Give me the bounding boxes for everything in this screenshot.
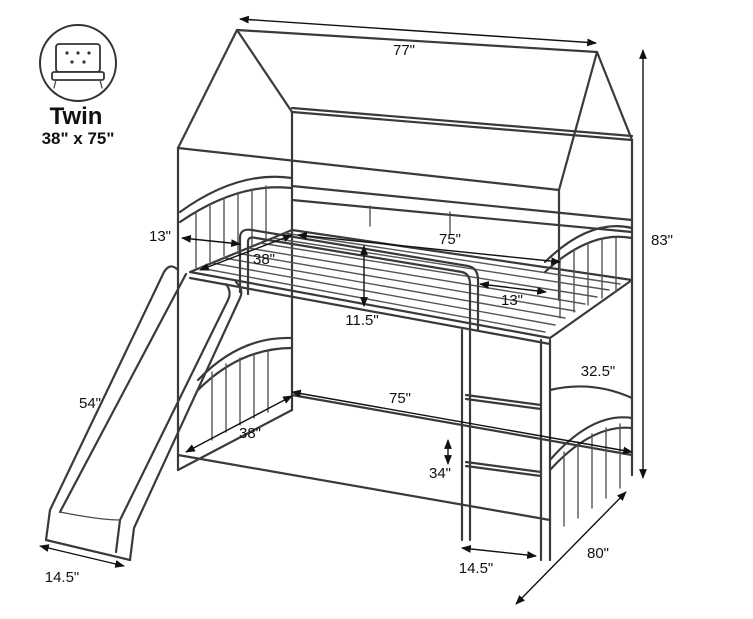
mattress-icon	[39, 24, 117, 102]
top-guard-left-label: 13"	[149, 228, 171, 245]
roof-width-label: 77"	[393, 42, 415, 59]
total-height-label: 83"	[651, 232, 673, 249]
guard-height-label: 11.5"	[345, 312, 378, 329]
bottom-width-label: 38"	[239, 425, 261, 442]
bottom-length-label: 75"	[389, 390, 411, 407]
dimension-labels: 77" 83" 13" 75" 38" 11.5" 13" 32.5" 54" …	[45, 42, 673, 586]
dimension-lines	[39, 15, 647, 605]
size-dimensions-label: 38" x 75"	[42, 129, 115, 148]
size-name-label: Twin	[50, 103, 103, 130]
ladder	[460, 328, 543, 542]
ladder-height-label: 34"	[429, 465, 451, 482]
top-width-label: 38"	[253, 251, 275, 268]
slide-width-label: 14.5"	[45, 569, 80, 586]
bed-frame	[44, 28, 634, 562]
bunk-gap-label: 32.5"	[581, 363, 616, 380]
top-length-label: 75"	[439, 231, 461, 248]
overall-depth-label: 80"	[587, 545, 609, 562]
top-guard-right-label: 13"	[501, 292, 523, 309]
slide-length-label: 54"	[79, 395, 101, 412]
top-right-end-slats	[559, 237, 617, 319]
twin-size-badge: Twin 38" x 75"	[39, 24, 117, 148]
ladder-width-label: 14.5"	[459, 560, 494, 577]
